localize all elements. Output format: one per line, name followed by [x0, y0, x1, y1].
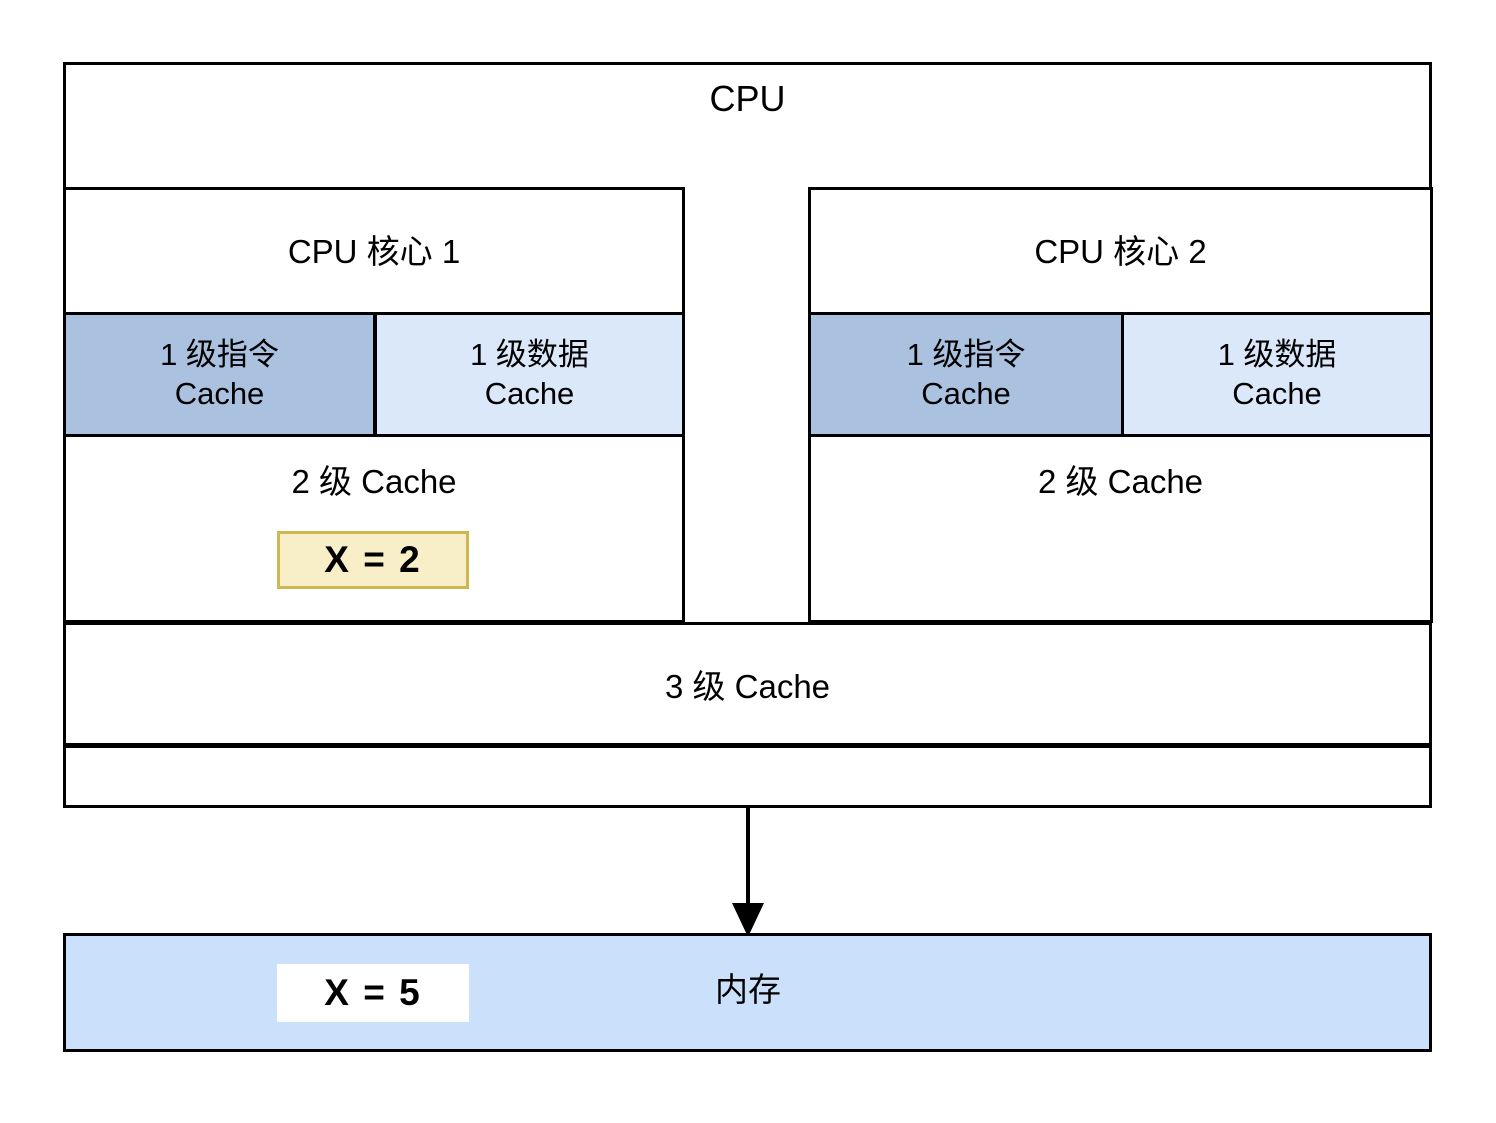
core-2-l1-instruction-cache: 1 级指令 Cache [808, 312, 1124, 437]
memory-label: 内存 [715, 971, 781, 1008]
cpu-to-memory-arrow-icon [732, 805, 764, 937]
memory-bus-strip [63, 745, 1432, 808]
cpu-core-1-label: CPU 核心 1 [287, 233, 461, 270]
cpu-label: CPU [709, 78, 786, 119]
l3-cache-label: 3 级 Cache [664, 668, 831, 705]
core-1-l1-data-cache: 1 级数据 Cache [374, 312, 685, 437]
l3-cache-container [63, 622, 1432, 746]
core-1-l1-instruction-cache: 1 级指令 Cache [63, 312, 376, 437]
memory-stored-value-badge: X = 5 [277, 964, 469, 1022]
core-1-l2-cache-label: 2 级 Cache [291, 463, 457, 500]
core-2-l1-data-cache: 1 级数据 Cache [1121, 312, 1433, 437]
cpu-core-2-label: CPU 核心 2 [1034, 233, 1207, 270]
core-2-l2-cache-label: 2 级 Cache [1037, 463, 1204, 500]
core-1-cached-value-badge: X = 2 [277, 531, 469, 589]
